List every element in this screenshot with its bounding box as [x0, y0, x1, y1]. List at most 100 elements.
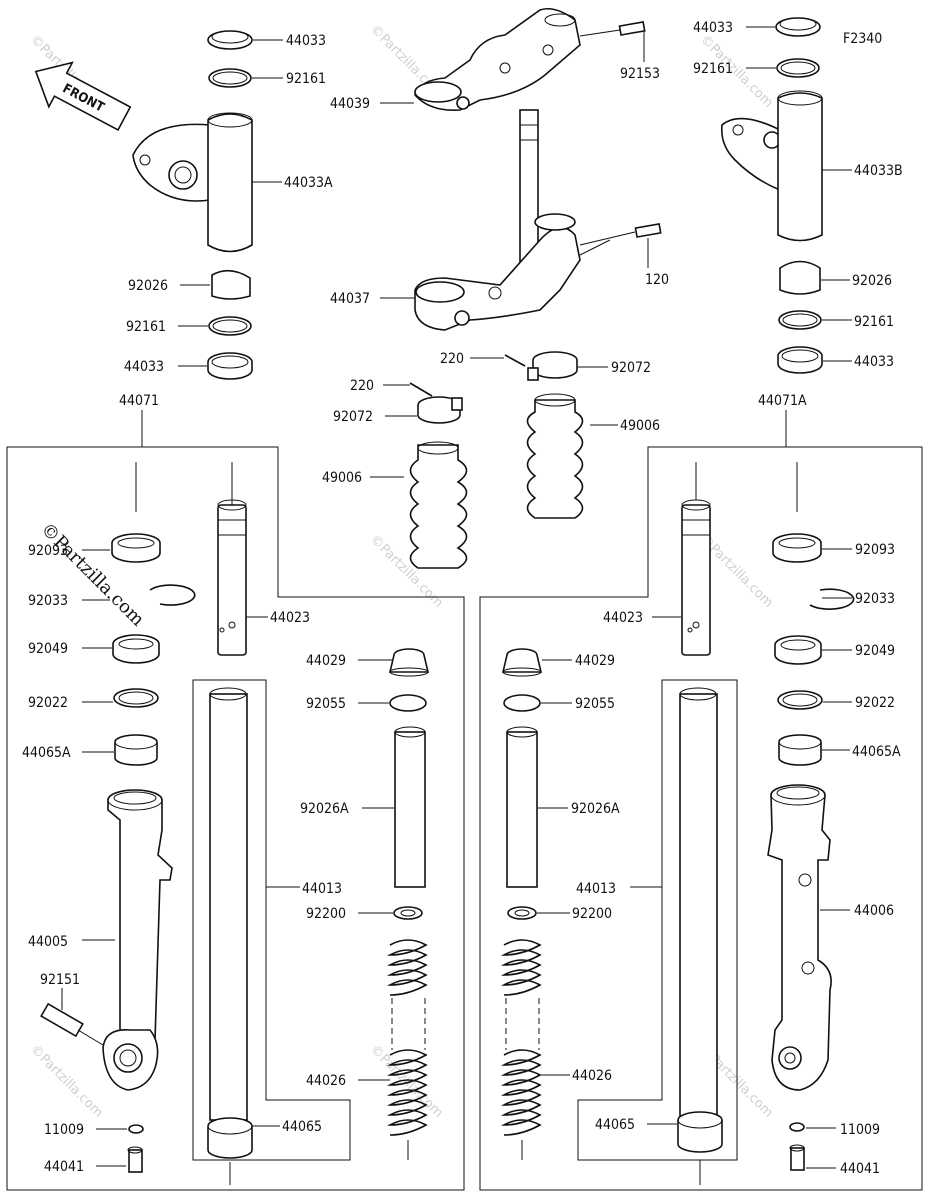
label-92026A: 92026A [571, 801, 620, 817]
label-44033: 44033 [693, 20, 733, 36]
part-44065-left: 44065 [207, 1117, 322, 1185]
watermark: ©Partzilla.com [367, 1042, 446, 1121]
label-44033A: 44033A [284, 175, 333, 191]
part-44065A-right: 44065A [778, 734, 901, 766]
left-seal-axis [135, 462, 233, 512]
label-92200: 92200 [572, 906, 612, 922]
part-92200-right: 92200 [507, 906, 612, 922]
part-44041-left: 44041 [44, 1146, 143, 1175]
label-11009: 11009 [840, 1122, 880, 1138]
label-92026: 92026 [128, 278, 168, 294]
label-92072: 92072 [333, 409, 373, 425]
part-11009-left: 11009 [44, 1122, 144, 1138]
part-44026-right-spring: 44026 [500, 939, 612, 1160]
part-92026-right: 92026 [779, 260, 892, 295]
label-44033: 44033 [124, 359, 164, 375]
part-44037-lower-bracket: 44037 [330, 213, 581, 331]
label-92033: 92033 [28, 593, 68, 609]
label-44023: 44023 [270, 610, 310, 626]
label-92161: 92161 [126, 319, 166, 335]
label-92049: 92049 [28, 641, 68, 657]
part-49006-boot-left: 49006 [322, 441, 468, 569]
label-44041: 44041 [44, 1159, 84, 1175]
label-44033: 44033 [286, 33, 326, 49]
label-92093: 92093 [855, 542, 895, 558]
label-44013: 44013 [302, 881, 342, 897]
part-44039-upper-bracket: 44039 [330, 7, 581, 112]
part-92072-clamp-a: 92072 [333, 396, 463, 425]
part-44033-right: 44033 [777, 346, 894, 374]
part-92049-right: 92049 [774, 635, 895, 665]
part-44033B-cover: 44033B [720, 90, 903, 242]
label-44065A: 44065A [852, 744, 901, 760]
part-92072-clamp-b: 92072 [527, 351, 651, 381]
part-44041-right: 44041 [789, 1144, 880, 1177]
label-44005: 44005 [28, 934, 68, 950]
part-44033-top-left: 44033 [207, 30, 326, 50]
label-92055: 92055 [306, 696, 346, 712]
label-92049: 92049 [855, 643, 895, 659]
label-92072: 92072 [611, 360, 651, 376]
label-44065: 44065 [282, 1119, 322, 1135]
label-44013: 44013 [576, 881, 616, 897]
part-44065A-left: 44065A [22, 734, 158, 766]
part-44006-outer-tube-right: 44006 [767, 784, 894, 1091]
label-92055: 92055 [575, 696, 615, 712]
label-44041: 44041 [840, 1161, 880, 1177]
assembly-44071A-frame: 44071A [479, 393, 923, 1191]
part-44029-right: 44029 [501, 648, 615, 677]
label-92161: 92161 [854, 314, 894, 330]
label-11009: 11009 [44, 1122, 84, 1138]
part-92200-left: 92200 [306, 906, 423, 922]
label-44037: 44037 [330, 291, 370, 307]
part-92093-right: 92093 [772, 533, 895, 563]
part-92026-left: 92026 [128, 269, 251, 300]
label-92161: 92161 [693, 61, 733, 77]
front-arrow: FRONT [34, 61, 132, 132]
part-92033-right: 92033 [809, 588, 895, 610]
part-44026-left-spring: 44026 [306, 939, 428, 1160]
label-220: 220 [440, 351, 464, 367]
diagram-code: F2340 [843, 31, 882, 47]
part-92026A-left-spacer: 92026A [300, 726, 426, 888]
label-92022: 92022 [28, 695, 68, 711]
part-92153-bolt: 92153 [579, 21, 660, 82]
label-44039: 44039 [330, 96, 370, 112]
label-44071: 44071 [119, 393, 159, 409]
label-92026A: 92026A [300, 801, 349, 817]
part-220-screw-a: 220 [350, 378, 433, 397]
label-220: 220 [350, 378, 374, 394]
label-44065A: 44065A [22, 745, 71, 761]
part-92151-bolt: 92151 [40, 972, 104, 1046]
assembly-44071-frame: 44071 [6, 393, 465, 1191]
label-92153: 92153 [620, 66, 660, 82]
label-120: 120 [645, 272, 669, 288]
label-44029: 44029 [306, 653, 346, 669]
watermark: ©Partzilla.com [27, 1042, 106, 1121]
part-49006-boot-right: 49006 [526, 393, 660, 519]
label-44026: 44026 [572, 1068, 612, 1084]
label-49006: 49006 [620, 418, 660, 434]
label-44033B: 44033B [854, 163, 903, 179]
part-92049-left: 92049 [28, 634, 160, 664]
label-44026: 44026 [306, 1073, 346, 1089]
label-92161: 92161 [286, 71, 326, 87]
label-44006: 44006 [854, 903, 894, 919]
label-92151: 92151 [40, 972, 80, 988]
part-92033-left: 92033 [28, 584, 196, 609]
label-44065: 44065 [595, 1117, 635, 1133]
part-92022-right: 92022 [777, 690, 895, 711]
part-92161-right: 92161 [778, 310, 894, 330]
part-92161-top-left: 92161 [208, 68, 326, 88]
label-44071A: 44071A [758, 393, 807, 409]
part-44023-right-rod: 44023 [603, 462, 711, 656]
part-11009-right: 11009 [789, 1122, 880, 1138]
part-44033A-cover: 44033A [132, 112, 333, 253]
part-44005-outer-tube-left: 44005 [28, 789, 173, 1091]
label-49006: 49006 [322, 470, 362, 486]
part-92026A-right-spacer: 92026A [506, 726, 620, 888]
part-92161-top-right: 92161 [693, 58, 820, 78]
label-44033: 44033 [854, 354, 894, 370]
